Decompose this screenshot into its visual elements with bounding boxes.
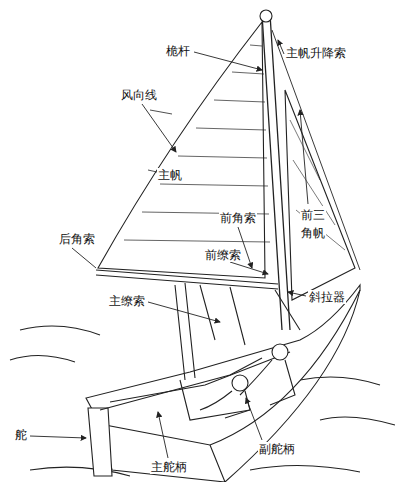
part-label: 主帆 (157, 168, 183, 182)
part-label: 风向线 (120, 88, 158, 102)
part-label: 主舵柄 (150, 460, 188, 474)
part-label: 后角索 (58, 232, 96, 246)
part-label: 前角索 (219, 211, 257, 225)
part-label: 前缭索 (204, 248, 242, 262)
part-label: 副舵柄 (258, 442, 296, 456)
part-label: 前三角帆 (300, 206, 326, 242)
part-label: 斜拉器 (308, 290, 346, 304)
part-label: 主缭索 (108, 294, 146, 308)
part-label: 主帆升降索 (285, 46, 347, 60)
part-label: 舵 (14, 428, 28, 442)
part-label: 桅杆 (165, 44, 191, 58)
